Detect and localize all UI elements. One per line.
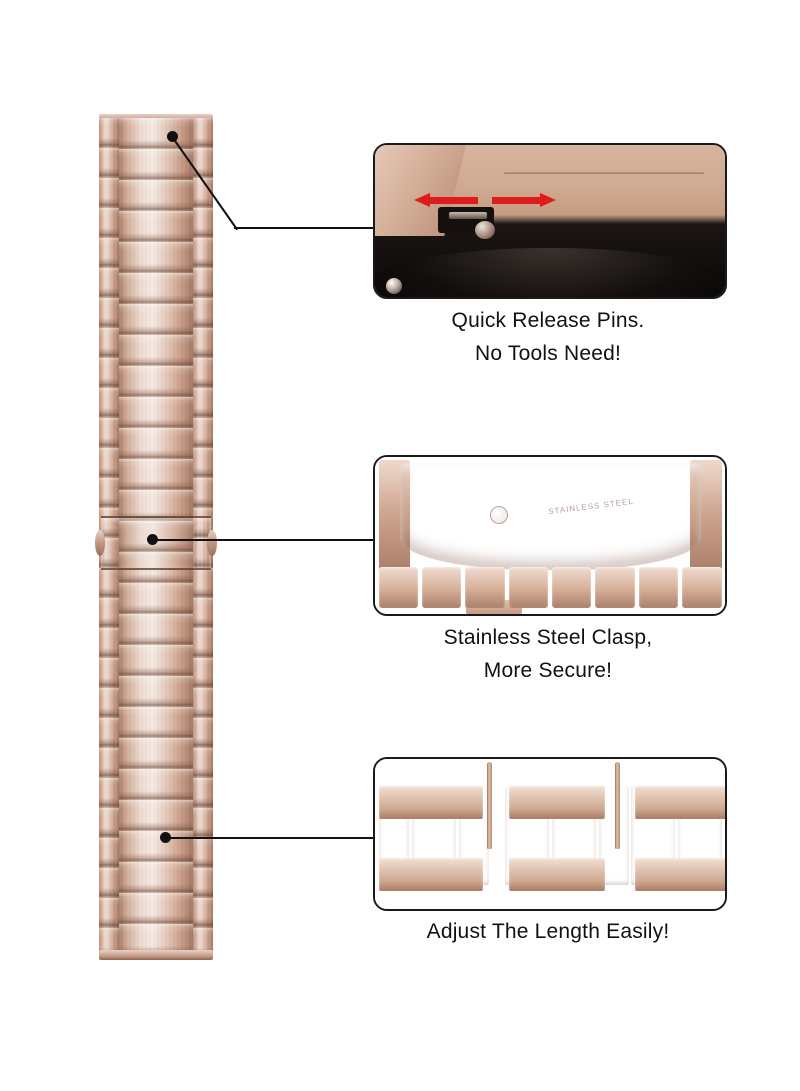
removal-pin-2-icon: [615, 762, 620, 849]
caption-adjust-length-line-1: Adjust The Length Easily!: [426, 920, 670, 943]
clasp-hinge-right-icon: [207, 530, 217, 556]
callout-dot-quick-release: [167, 131, 178, 142]
clasp-link: [378, 566, 418, 608]
clasp-link: [682, 566, 722, 608]
link-cap-bottom-2: [509, 858, 605, 891]
removal-pin-1-icon: [487, 762, 492, 849]
arrow-right-icon: [492, 193, 556, 207]
clasp-hinge-left-icon: [95, 530, 105, 556]
callout-line-quick-release: [234, 227, 373, 229]
link-cap-bottom-3: [635, 858, 725, 891]
lug-groove: [494, 172, 704, 214]
clasp-photo: STAINLESS STEEL: [375, 457, 725, 614]
caption-clasp: Stainless Steel Clasp, More Secure!: [373, 622, 723, 687]
callout-line-adjust-length: [165, 837, 373, 839]
watch-crown-icon: [385, 277, 402, 294]
caption-adjust-length: Adjust The Length Easily!: [373, 916, 723, 949]
caption-quick-release-line-2: No Tools Need!: [475, 341, 621, 365]
arrow-right-shaft: [492, 197, 542, 204]
watch-case-body: [375, 248, 725, 297]
arrow-left-shaft: [428, 197, 478, 204]
brand-logo-icon: [488, 504, 509, 525]
callout-line-clasp: [152, 539, 373, 541]
clasp-link: [508, 566, 548, 608]
caption-clasp-line-2: More Secure!: [483, 658, 613, 682]
band-end-cap-bottom: [99, 950, 213, 960]
link-cap-top-1: [379, 786, 483, 819]
clasp-link: [638, 566, 679, 608]
caption-quick-release: Quick Release Pins. No Tools Need!: [373, 305, 723, 370]
clasp-link: [421, 566, 462, 608]
feature-panel-clasp: STAINLESS STEEL: [373, 455, 727, 616]
link-piece: [725, 786, 727, 885]
arrow-left-icon: [414, 193, 478, 207]
clasp-cover-plate: STAINLESS STEEL: [400, 463, 701, 570]
link-cap-top-2: [509, 786, 605, 819]
feature-panel-adjust-length: [373, 757, 727, 911]
link-cap-bottom-1: [379, 858, 483, 891]
clasp-engraving-text: STAINLESS STEEL: [548, 496, 635, 516]
clasp-link: [465, 566, 505, 608]
clasp-link: [595, 566, 635, 608]
clasp-adjacent-links: [378, 566, 722, 608]
quick-release-pin-icon: [448, 211, 487, 220]
clasp-link: [552, 566, 592, 608]
link-cap-top-3: [635, 786, 725, 819]
feature-panel-quick-release: [373, 143, 727, 299]
arrow-right-head: [540, 193, 556, 207]
clasp-right-links: [690, 460, 722, 577]
arrow-left-head: [414, 193, 430, 207]
caption-clasp-line-1: Stainless Steel Clasp,: [443, 626, 653, 649]
caption-quick-release-line-1: Quick Release Pins.: [451, 309, 645, 332]
pin-knob: [474, 221, 495, 239]
quick-release-photo: [375, 145, 725, 297]
band-link-seams-right: [193, 118, 213, 956]
band-link-seams-left: [99, 118, 119, 956]
links-and-pins-photo: [375, 759, 725, 909]
clasp-left-links: [378, 460, 410, 577]
